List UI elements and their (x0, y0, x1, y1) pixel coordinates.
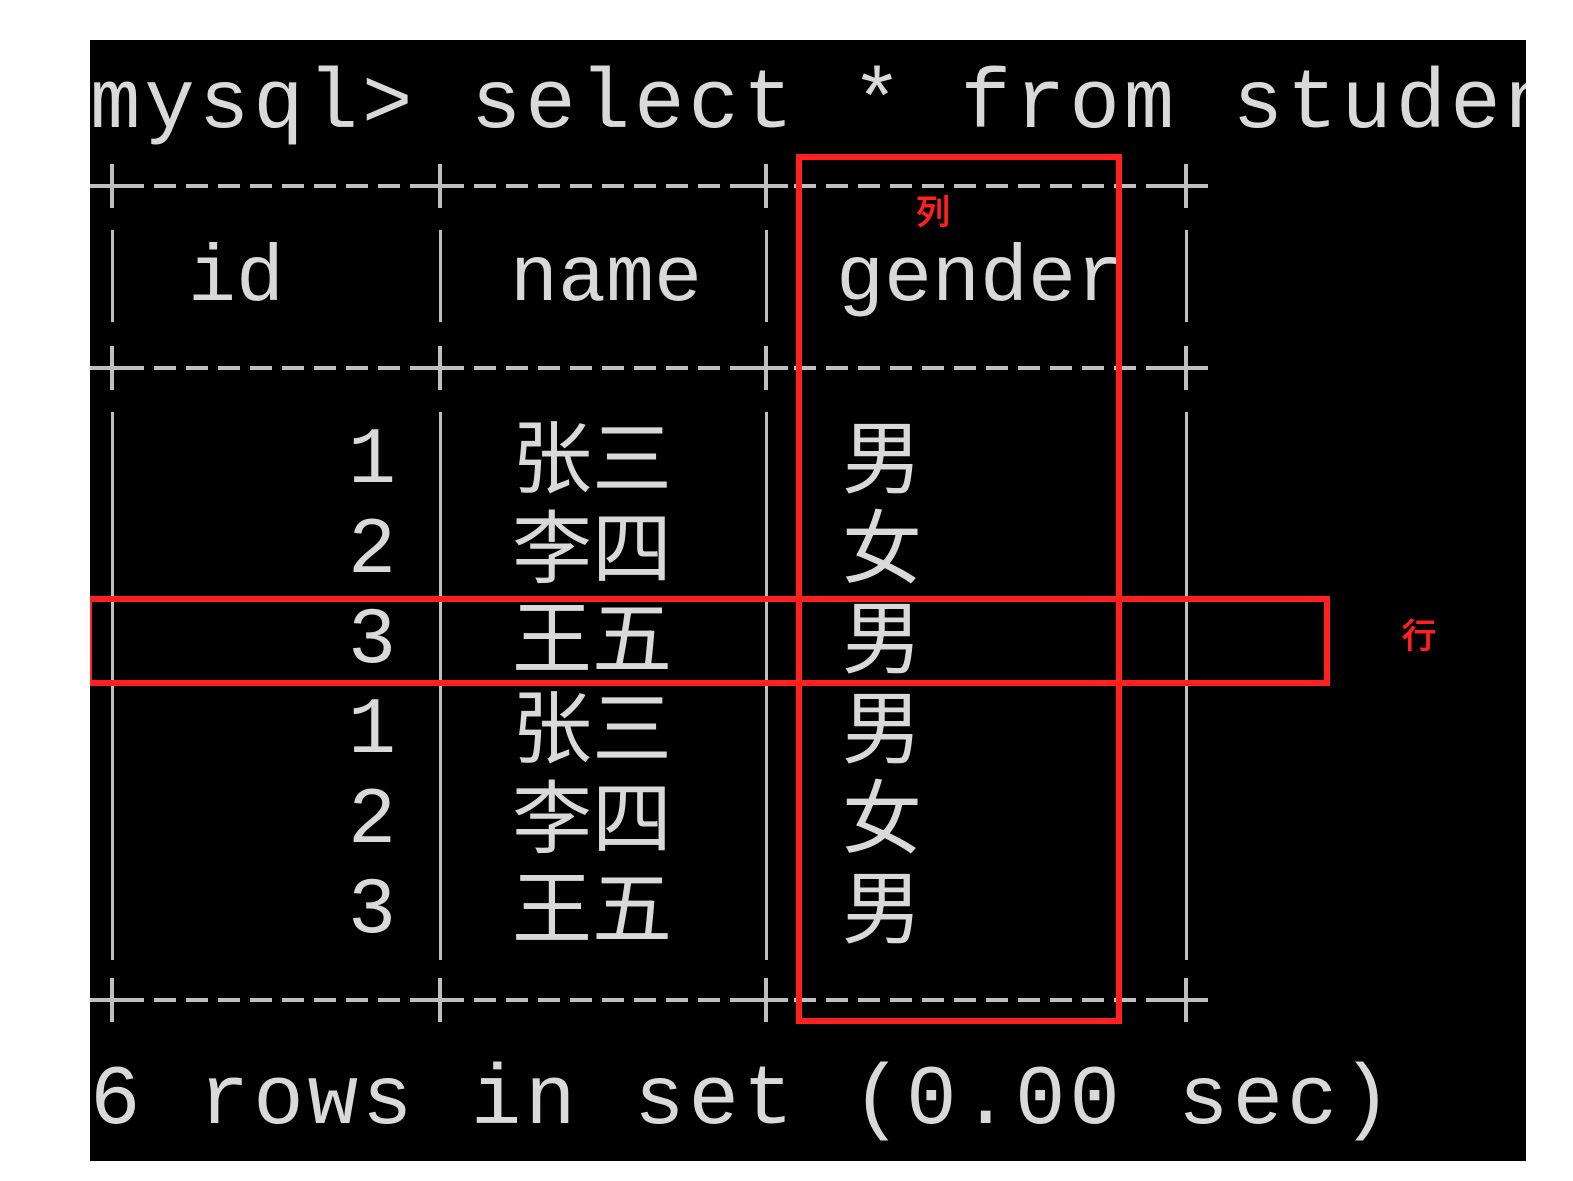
border-joint (1164, 978, 1208, 1022)
row-highlight-box (90, 596, 1330, 686)
column-separator (111, 412, 114, 960)
border-joint (418, 164, 462, 208)
table-row-2-gender: 女 (842, 503, 922, 596)
column-header-name: name (510, 234, 703, 325)
border-joint (744, 164, 788, 208)
table-row-2-id: 2 (347, 506, 396, 597)
table-border-top (90, 184, 1208, 188)
column-header-gender: gender (836, 234, 1125, 325)
border-joint (418, 978, 462, 1022)
table-row-4-gender: 男 (842, 683, 922, 776)
table-row-6-id: 3 (347, 866, 396, 957)
result-summary: 6 rows in set (0.00 sec) (90, 1054, 1396, 1149)
mysql-terminal[interactable]: mysql> select * from student; id name ge… (90, 40, 1526, 1161)
row-annotation-label: 行 (1402, 617, 1436, 657)
table-row-3-gender: 男 (842, 593, 922, 686)
table-border-bottom (90, 998, 1208, 1002)
border-joint (90, 978, 134, 1022)
table-row-5-gender: 女 (842, 773, 922, 866)
table-row-3-name: 王五 (512, 593, 672, 686)
border-joint (1164, 346, 1208, 390)
command-line: mysql> select * from student; (90, 58, 1526, 153)
column-separator (439, 412, 442, 960)
border-joint (90, 346, 134, 390)
table-row-5-name: 李四 (512, 773, 672, 866)
table-row-2-name: 李四 (512, 503, 672, 596)
column-separator (765, 412, 768, 960)
table-row-4-name: 张三 (512, 683, 672, 776)
column-separator (1185, 412, 1188, 960)
table-row-5-id: 2 (347, 776, 396, 867)
column-annotation-label: 列 (916, 193, 950, 233)
border-joint (1164, 164, 1208, 208)
column-separator (111, 230, 114, 322)
column-separator (439, 230, 442, 322)
border-joint (744, 346, 788, 390)
column-highlight-box (796, 154, 1122, 1024)
column-separator (765, 230, 768, 322)
column-header-id: id (188, 234, 285, 325)
column-separator (1185, 230, 1188, 322)
table-row-1-gender: 男 (842, 413, 922, 506)
table-row-1-id: 1 (347, 416, 396, 507)
table-border-header (90, 366, 1208, 370)
table-row-1-name: 张三 (512, 413, 672, 506)
border-joint (418, 346, 462, 390)
border-joint (744, 978, 788, 1022)
table-row-6-gender: 男 (842, 863, 922, 956)
table-row-6-name: 王五 (512, 863, 672, 956)
table-row-3-id: 3 (347, 596, 396, 687)
border-joint (90, 164, 134, 208)
table-row-4-id: 1 (347, 686, 396, 777)
